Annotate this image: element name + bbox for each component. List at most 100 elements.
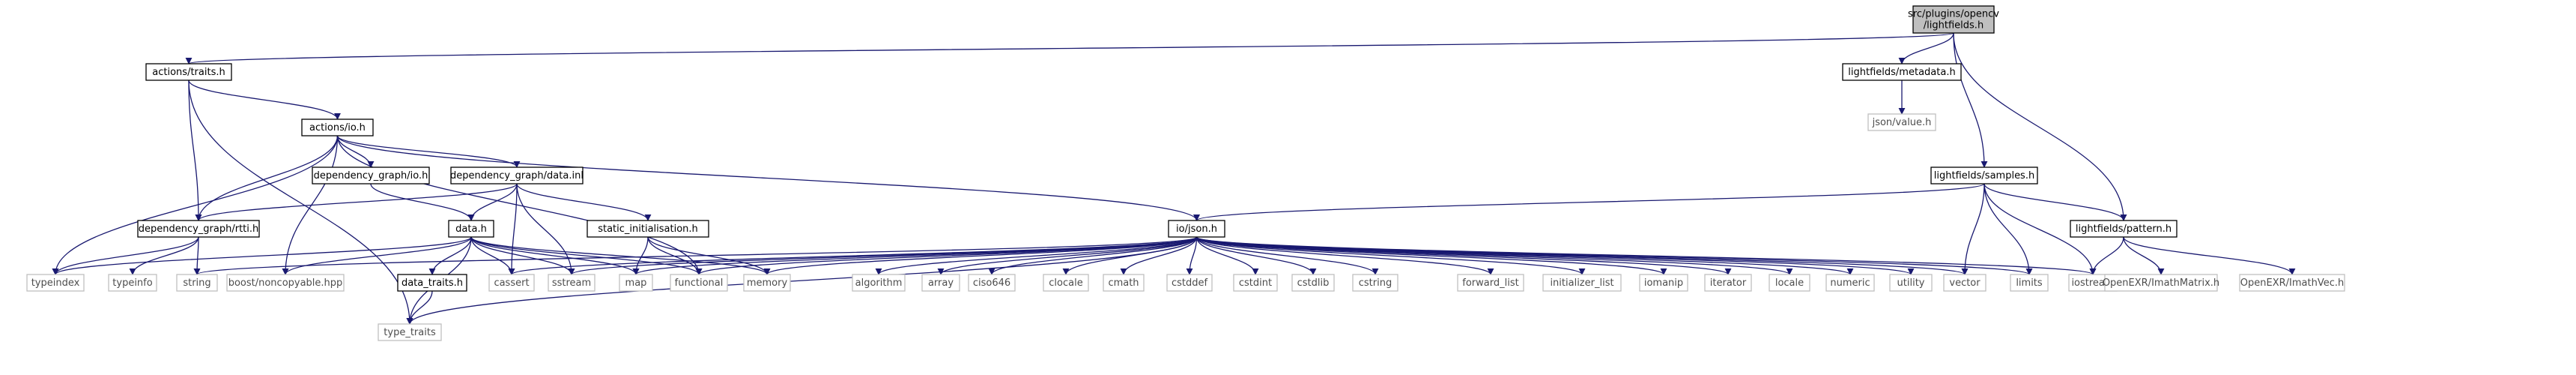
node-cstring: cstring xyxy=(1352,274,1398,292)
node-cstring-box xyxy=(1352,274,1398,292)
node-array-box xyxy=(921,274,960,292)
node-samples-label: lightfields/samples.h xyxy=(1934,170,2034,182)
edge-data_traits-to-type_traits xyxy=(406,290,433,325)
node-rtti-box xyxy=(137,220,260,238)
edge-dg_io-to-data xyxy=(370,183,475,221)
node-typeindex: typeindex xyxy=(26,274,85,292)
node-forward_list: forward_list xyxy=(1457,274,1524,292)
node-forward_list-label: forward_list xyxy=(1462,278,1518,289)
node-iterator-label: iterator xyxy=(1710,278,1747,289)
edge-dg_data-to-sstream xyxy=(516,183,575,275)
edge-iojson-to-cstdint xyxy=(1195,236,1259,275)
node-sstream-box xyxy=(548,274,595,292)
node-imath_matrix: OpenEXR/ImathMatrix.h xyxy=(2103,274,2219,292)
node-dg_io-label: dependency_graph/io.h xyxy=(314,170,428,182)
node-algorithm-label: algorithm xyxy=(855,278,903,289)
edge-data-to-memory xyxy=(470,236,771,275)
node-static_init-box xyxy=(587,220,709,238)
edge-io-to-functional xyxy=(336,135,703,275)
node-limits-box xyxy=(2010,274,2049,292)
node-data[interactable]: data.h xyxy=(448,220,494,238)
node-traits-box xyxy=(145,63,232,81)
node-root-label: src/plugins/opencv xyxy=(1908,9,1999,20)
edge-dg_data-to-rtti xyxy=(195,183,518,221)
node-data_traits-box xyxy=(397,274,467,292)
node-iterator: iterator xyxy=(1704,274,1752,292)
edge-iojson-to-cstddef xyxy=(1186,236,1198,275)
node-iojson-label: io/json.h xyxy=(1176,224,1217,235)
node-array: array xyxy=(921,274,960,292)
node-iostream-label: iostream xyxy=(2071,278,2114,289)
node-data_traits[interactable]: data_traits.h xyxy=(397,274,467,292)
node-metadata-box xyxy=(1842,63,1962,81)
edge-dg_data-to-static_init xyxy=(516,183,652,221)
node-imath_matrix-box xyxy=(2104,274,2218,292)
edge-iojson-to-type_traits xyxy=(406,236,1198,325)
edge-data-to-typeindex xyxy=(52,236,472,275)
node-functional: functional xyxy=(670,274,728,292)
node-jsonvalue-box xyxy=(1867,113,1936,131)
node-numeric: numeric xyxy=(1825,274,1875,292)
node-functional-box xyxy=(670,274,728,292)
node-imath_vec-label: OpenEXR/ImathVec.h xyxy=(2240,278,2344,289)
node-ciso646-box xyxy=(968,274,1016,292)
node-type_traits-box xyxy=(378,323,442,341)
edge-static_init-to-map xyxy=(632,236,649,275)
node-dg_data-box xyxy=(450,166,584,184)
node-cstdint-box xyxy=(1233,274,1278,292)
node-type_traits-label: type_traits xyxy=(384,327,436,338)
node-rtti[interactable]: dependency_graph/rtti.h xyxy=(137,220,260,238)
edge-iojson-to-cstring xyxy=(1195,236,1379,275)
edge-io-to-iojson xyxy=(336,135,1200,221)
node-ciso646-label: ciso646 xyxy=(973,278,1010,289)
node-locale-box xyxy=(1769,274,1810,292)
node-pattern[interactable]: lightfields/pattern.h xyxy=(2070,220,2178,238)
node-boost: boost/noncopyable.hpp xyxy=(226,274,345,292)
node-cstdlib-box xyxy=(1291,274,1335,292)
node-boost-label: boost/noncopyable.hpp xyxy=(228,278,343,289)
node-typeindex-label: typeindex xyxy=(31,278,80,289)
node-samples[interactable]: lightfields/samples.h xyxy=(1930,166,2038,184)
node-sstream: sstream xyxy=(548,274,595,292)
node-root[interactable]: src/plugins/opencv/lightfields.h xyxy=(1908,5,1999,34)
edge-dg_data-to-cassert xyxy=(508,183,518,275)
nodes-layer: src/plugins/opencv/lightfields.h actions/… xyxy=(26,5,2345,341)
edge-samples-to-limits xyxy=(1983,183,2033,275)
node-locale-label: locale xyxy=(1775,278,1804,289)
edge-dg_data-to-data xyxy=(467,183,518,221)
node-algorithm-box xyxy=(852,274,906,292)
node-map: map xyxy=(619,274,653,292)
node-pattern-label: lightfields/pattern.h xyxy=(2076,224,2172,235)
edge-traits-to-io xyxy=(188,80,341,120)
edge-iojson-to-memory xyxy=(763,236,1198,275)
edge-data-to-boost xyxy=(282,236,472,275)
node-metadata[interactable]: lightfields/metadata.h xyxy=(1842,63,1962,81)
node-vector-box xyxy=(1943,274,1986,292)
edge-io-to-dg_data xyxy=(336,135,521,168)
node-cstdlib: cstdlib xyxy=(1291,274,1335,292)
node-static_init[interactable]: static_initialisation.h xyxy=(587,220,709,238)
node-initializer_list-box xyxy=(1542,274,1622,292)
node-iojson[interactable]: io/json.h xyxy=(1168,220,1225,238)
node-io[interactable]: actions/io.h xyxy=(301,118,374,136)
edge-iojson-to-initializer_list xyxy=(1195,236,1586,275)
edge-iojson-to-cstdlib xyxy=(1195,236,1317,275)
edges-layer xyxy=(52,32,2296,325)
edge-data-to-functional xyxy=(470,236,703,275)
node-dg_data[interactable]: dependency_graph/data.inl xyxy=(450,166,584,184)
node-cmath-label: cmath xyxy=(1108,278,1139,289)
edge-root-to-pattern xyxy=(1953,32,2127,221)
edge-iojson-to-sstream xyxy=(568,236,1198,275)
node-root-label: /lightfields.h xyxy=(1924,20,1983,32)
node-io-box xyxy=(301,118,374,136)
node-iomanip: iomanip xyxy=(1639,274,1688,292)
node-typeinfo: typeinfo xyxy=(108,274,157,292)
node-traits[interactable]: actions/traits.h xyxy=(145,63,232,81)
node-imath_vec-box xyxy=(2239,274,2345,292)
node-dg_io[interactable]: dependency_graph/io.h xyxy=(312,166,430,184)
edge-pattern-to-imath_vec xyxy=(2123,236,2296,275)
node-clocale: clocale xyxy=(1043,274,1089,292)
node-typeinfo-label: typeinfo xyxy=(112,278,152,289)
node-iomanip-label: iomanip xyxy=(1644,278,1683,289)
